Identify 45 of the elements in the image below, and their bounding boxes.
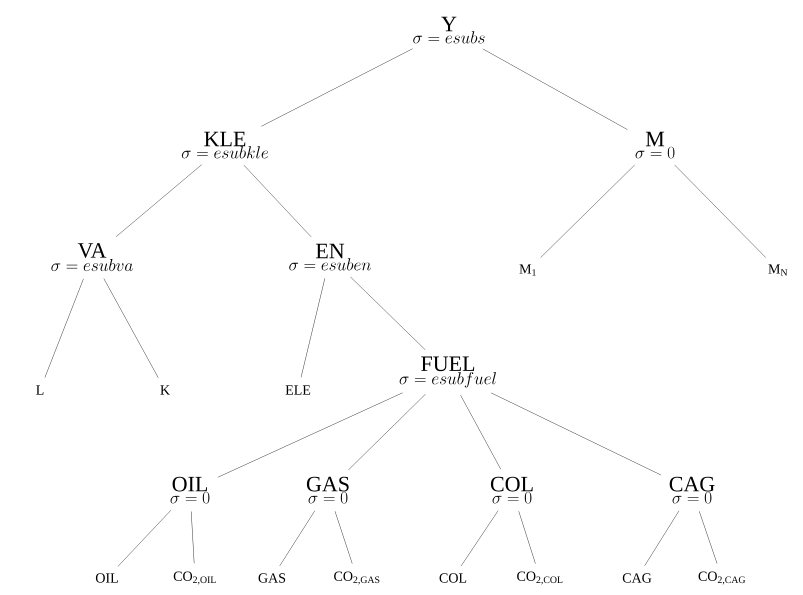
branch-line bbox=[482, 48, 628, 130]
branch-line bbox=[540, 164, 635, 258]
branch-line bbox=[118, 510, 172, 567]
branch-line bbox=[244, 164, 312, 238]
branch-line bbox=[261, 48, 413, 127]
tree-node-label: GAS $\sigma = 0$ bbox=[306, 476, 349, 504]
branch-line bbox=[280, 510, 316, 566]
leaf-label: COL bbox=[440, 573, 466, 583]
branch-line bbox=[334, 511, 352, 564]
branch-line bbox=[460, 510, 498, 566]
leaf-label: M$_{1}$ bbox=[520, 264, 536, 276]
leaf-label: CO$_{2,CAG}$ bbox=[698, 572, 746, 584]
leaf-label: OIL bbox=[96, 573, 118, 583]
branch-line bbox=[116, 164, 202, 237]
tree-node-label: OIL $\sigma = 0$ bbox=[170, 476, 210, 504]
tree-node-label: KLE $\sigma = esubkle$ bbox=[182, 132, 268, 158]
tree-node-label: FUEL $\sigma = esubfuel$ bbox=[400, 356, 496, 388]
branch-line bbox=[490, 392, 662, 476]
tree-node-label: COL $\sigma = 0$ bbox=[490, 476, 533, 504]
branch-line bbox=[44, 278, 84, 378]
leaf-label: ELE bbox=[286, 385, 310, 395]
branch-line bbox=[350, 276, 426, 350]
leaf-label: CO$_{2,COL}$ bbox=[517, 572, 562, 584]
leaf-label: L bbox=[36, 385, 44, 395]
branch-line bbox=[644, 510, 680, 566]
branch-line bbox=[348, 394, 426, 470]
leaf-label: K bbox=[160, 385, 170, 395]
branch-line bbox=[104, 278, 159, 378]
tree-node-label: VA $\sigma = esubva$ bbox=[51, 243, 133, 272]
tree-node-label: CAG $\sigma = 0$ bbox=[670, 476, 715, 504]
leaf-label: CO$_{2,GAS}$ bbox=[334, 572, 380, 584]
leaf-label: M$_{N}$ bbox=[768, 264, 788, 276]
branch-line bbox=[218, 392, 403, 478]
leaf-label: CO$_{2,OIL}$ bbox=[174, 572, 216, 584]
leaf-label: GAS bbox=[258, 573, 286, 583]
branch-line bbox=[460, 394, 501, 470]
branch-line bbox=[191, 511, 194, 564]
branch-line bbox=[699, 511, 718, 564]
leaf-label: CAG bbox=[622, 573, 652, 583]
branch-line bbox=[518, 511, 536, 564]
tree-node-label: EN $\sigma = esuben$ bbox=[289, 244, 371, 270]
branch-line bbox=[674, 164, 766, 258]
tree-node-label: Y $\sigma = esubs$ bbox=[413, 16, 485, 44]
tree-node-label: M $\sigma = 0$ bbox=[636, 132, 674, 158]
branch-line bbox=[300, 278, 326, 378]
